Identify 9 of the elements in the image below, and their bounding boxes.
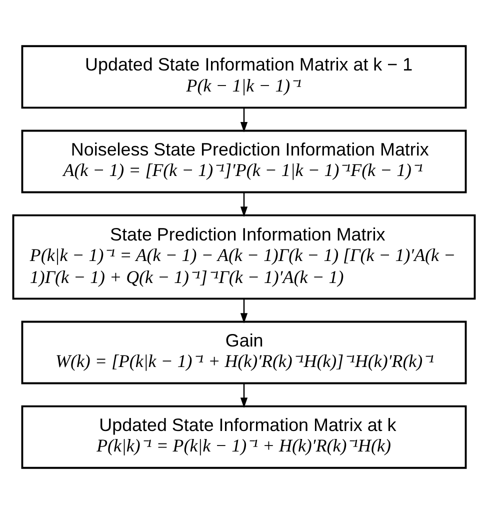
arrow — [240, 192, 248, 217]
node-box: State Prediction Information Matrix P(k|k − 1)⁻¹ = A(k − 1) − A(k − 1)Γ(k − 1) [Γ(k − 1)′A(k − 1)Γ(k − 1) + Q(k − 1)⁻¹]⁻¹Γ(k − 1)′A(k − 1) — [12, 214, 476, 300]
arrow — [240, 298, 248, 324]
node-box: Updated State Information Matrix at k P(k|k)⁻¹ = P(k|k − 1)⁻¹ + H(k)′R(k)⁻¹H(k) — [21, 405, 467, 469]
node-box: Noiseless State Prediction Information Matrix A(k − 1) = [F(k − 1)⁻¹]′P(k − 1|k − 1)⁻¹F(k − 1)⁻¹ — [21, 130, 467, 194]
arrow — [240, 108, 248, 132]
node-box: Gain W(k) = [P(k|k − 1)⁻¹ + H(k)′R(k)⁻¹H(k)]⁻¹H(k)′R(k)⁻¹ — [21, 320, 467, 384]
arrow — [240, 383, 248, 408]
node-box: Updated State Information Matrix at k − 1 P(k − 1|k − 1)⁻¹ — [21, 45, 467, 109]
